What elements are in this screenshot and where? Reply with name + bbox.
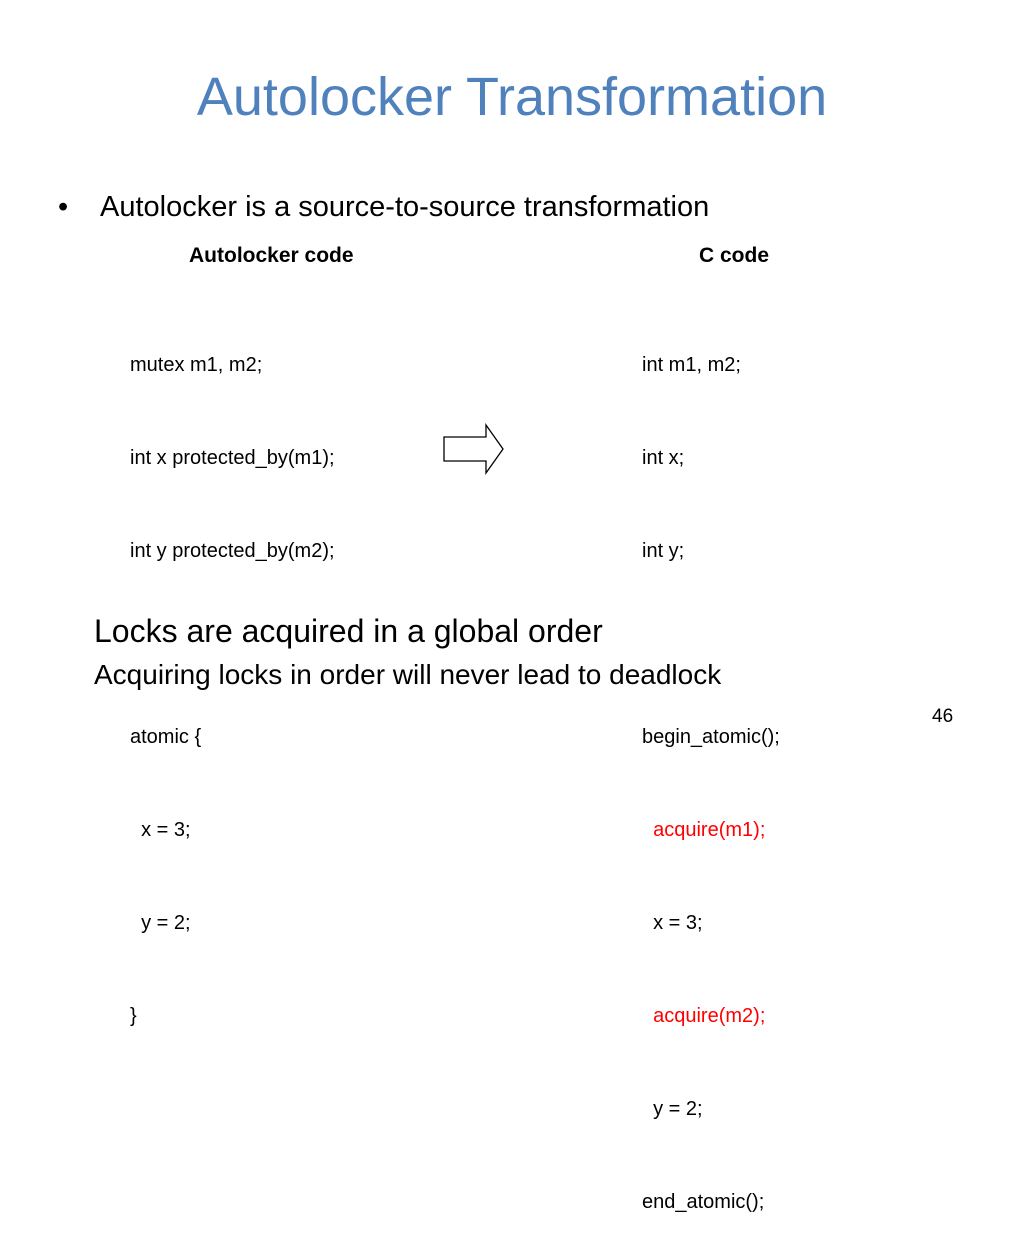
- conclusion-sub: Acquiring locks in order will never lead…: [94, 659, 722, 690]
- c-code-block: int m1, m2; int x; int y; begin_atomic()…: [642, 288, 780, 1249]
- autolocker-code-heading: Autolocker code: [189, 244, 354, 267]
- code-line: y = 2;: [130, 912, 191, 934]
- page-number: 46: [932, 706, 954, 727]
- code-line: x = 3;: [642, 912, 703, 934]
- conclusion-main: Locks are acquired in a global order: [94, 613, 603, 649]
- code-line: mutex m1, m2;: [130, 354, 263, 376]
- code-line: atomic {: [130, 726, 202, 748]
- code-line: int y;: [642, 540, 685, 562]
- code-line: int x protected_by(m1);: [130, 447, 335, 469]
- code-line: int x;: [642, 447, 685, 469]
- code-line: int m1, m2;: [642, 354, 741, 376]
- acquire-line: acquire(m1);: [642, 819, 766, 841]
- acquire-line: acquire(m2);: [642, 1005, 766, 1027]
- bullet-text: Autolocker is a source-to-source transfo…: [100, 191, 710, 223]
- code-line: begin_atomic();: [642, 726, 780, 748]
- slide-title: Autolocker Transformation: [196, 67, 828, 127]
- code-line: x = 3;: [130, 819, 191, 841]
- code-line: y = 2;: [642, 1098, 703, 1120]
- code-line: end_atomic();: [642, 1191, 765, 1213]
- c-code-heading: C code: [699, 244, 770, 267]
- bullet-item: • Autolocker is a source-to-source transf…: [58, 187, 709, 227]
- transform-arrow-icon: [442, 422, 506, 480]
- bullet-icon: •: [58, 191, 69, 223]
- code-line: int y protected_by(m2);: [130, 540, 335, 562]
- code-line: }: [130, 1005, 137, 1027]
